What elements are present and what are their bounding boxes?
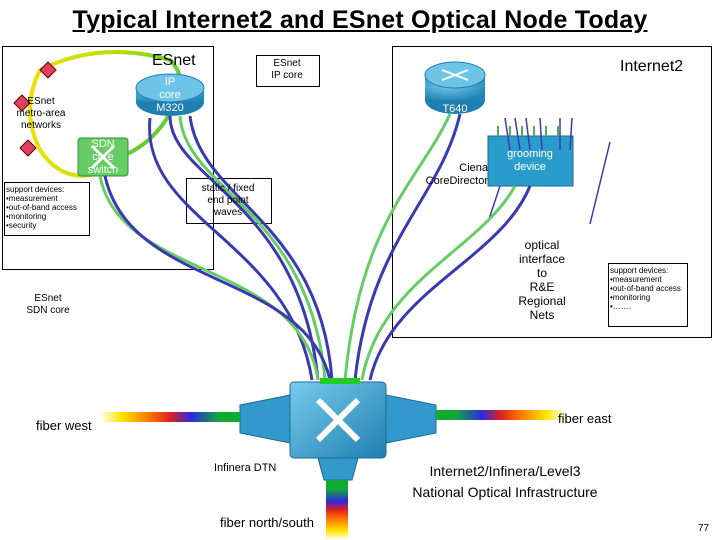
optical-interface-label: optical interface to R&E Regional Nets — [518, 238, 566, 322]
fiber-north-south-label: fiber north/south — [220, 515, 314, 530]
esnet-label: ESnet — [152, 52, 196, 69]
esnet-support-label: support devices: •measurement •out-of-ba… — [6, 185, 77, 230]
infinera-label: Infinera DTN — [214, 462, 277, 474]
internet2-support-label: support devices: •measurement •out-of-ba… — [610, 266, 681, 311]
sdn-switch-label: SDN core switch — [87, 138, 119, 176]
esnet-frame — [2, 46, 214, 270]
ciena-label: Ciena CoreDirector — [425, 162, 488, 187]
fiber-east-label: fiber east — [558, 411, 612, 426]
infinera-dtn-icon — [239, 378, 437, 481]
esnet-support-box — [4, 182, 90, 236]
metro-node-icon — [39, 61, 57, 79]
esnet-ip-core-box — [256, 55, 320, 87]
fiber-west-label: fiber west — [36, 418, 92, 433]
page-title: Typical Internet2 and ESnet Optical Node… — [72, 6, 648, 34]
page-number: 77 — [698, 523, 710, 534]
metro-node-icon — [19, 139, 37, 157]
esnet-metro-label: ESnet metro-area networks — [16, 96, 66, 131]
grooming-device-label: grooming device — [507, 148, 553, 173]
static-waves-box — [186, 178, 272, 224]
static-waves-label: static / fixed end point waves — [201, 183, 255, 218]
internet2-support-box — [608, 263, 688, 327]
internet2-frame — [392, 46, 712, 338]
national-infrastructure-label: Internet2/Infinera/Level3 National Optic… — [412, 463, 598, 500]
metro-node-icon — [13, 94, 31, 112]
esnet-sdn-core-label: ESnet SDN core — [26, 293, 70, 316]
esnet-ip-core-label: ESnet IP core — [271, 58, 303, 81]
esnet-router-label: IP core M320 — [156, 76, 184, 114]
internet2-label: Internet2 — [620, 58, 684, 75]
internet2-router-label: T640 — [442, 103, 468, 115]
